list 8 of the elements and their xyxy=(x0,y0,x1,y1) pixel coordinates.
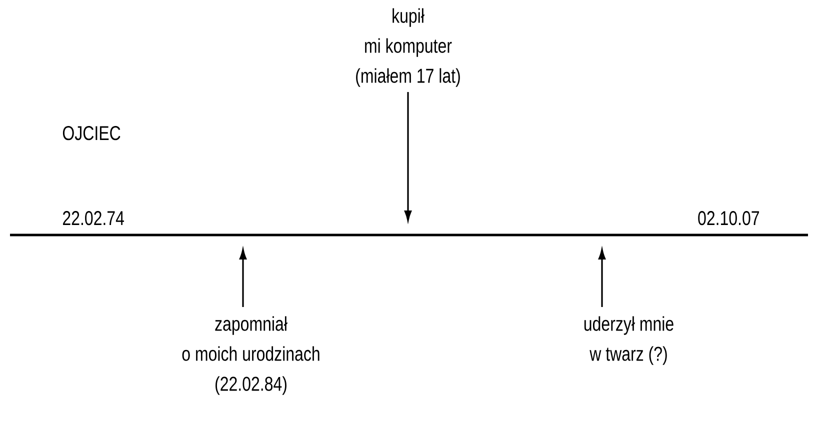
label-text: OJCIEC xyxy=(62,126,120,140)
arrow xyxy=(598,248,606,307)
arrow xyxy=(239,248,247,307)
timeline-bar xyxy=(10,234,808,236)
event-text: uderzył mnie w twarz (?) xyxy=(584,316,674,365)
arrow xyxy=(404,92,412,222)
event-text: kupił mi komputer (miałem 17 lat) xyxy=(356,8,460,87)
event-text: zapomniał o moich urodzinach (22.02.84) xyxy=(182,316,320,395)
